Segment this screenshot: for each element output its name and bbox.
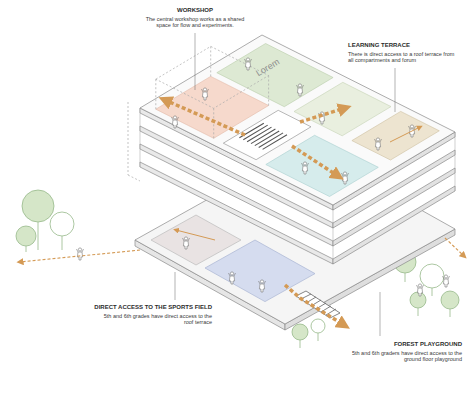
outdoor-stair: [296, 291, 340, 318]
people: [342, 172, 349, 184]
roof-rooms: [217, 44, 333, 107]
outdoor-stair: [301, 294, 336, 315]
courtyard-stair: [223, 110, 311, 159]
people: [245, 58, 252, 70]
roof-rooms: [266, 135, 379, 196]
dashed-volume: [128, 175, 140, 181]
callout-text: 5th and 6th graders have direct access t…: [340, 350, 462, 364]
tree-group: [16, 226, 36, 246]
people: [259, 280, 266, 292]
tree-group: [450, 309, 451, 317]
flow-arrows: [292, 146, 338, 176]
outdoor-paths: [20, 250, 140, 262]
flow-arrows: [285, 285, 344, 325]
people: [77, 248, 84, 260]
people: [229, 272, 236, 284]
callout-heading: LEARNING TERRACE: [348, 42, 460, 50]
flow-arrows: [165, 100, 245, 135]
dashed-volume: [128, 46, 269, 181]
callout-heading: WORKSHOP: [140, 7, 250, 15]
people: [443, 275, 450, 287]
tree-group: [405, 273, 406, 282]
callout-text: There is direct access to a roof terrace…: [348, 51, 460, 65]
tree-group: [26, 246, 27, 252]
people: [172, 116, 179, 128]
tree-group: [410, 292, 426, 308]
room-arrows: [390, 127, 420, 142]
people: [302, 162, 309, 174]
leader-lines: [195, 33, 196, 90]
tree-group: [420, 264, 444, 288]
courtyard-stair: [223, 110, 311, 159]
people: [417, 284, 424, 296]
tree-group: [62, 236, 63, 250]
leader-lines: [175, 272, 176, 300]
roof-label: Lorem: [254, 57, 282, 80]
callout-heading: DIRECT ACCESS TO THE SPORTS FIELD: [62, 304, 212, 312]
outdoor-paths: [20, 238, 464, 262]
flow-arrows: [165, 100, 345, 325]
tree-group: [292, 324, 308, 340]
roof-rooms: [156, 44, 440, 197]
upper-block: [140, 35, 455, 264]
room-arrows: [176, 127, 420, 240]
people: [375, 138, 382, 150]
leader-lines: [175, 33, 395, 336]
tree-group: [22, 190, 54, 222]
dashed-volume: [156, 46, 269, 108]
upper-block: [140, 108, 141, 167]
people: [77, 58, 450, 296]
tree-group: [441, 291, 459, 309]
upper-block: [333, 205, 334, 264]
dashed-volume: [210, 46, 211, 76]
people: [202, 88, 209, 100]
dashed-volume: [268, 76, 269, 106]
people: [183, 237, 190, 249]
tree-group: [432, 288, 433, 296]
outdoor-paths: [445, 238, 464, 256]
tree-group: [311, 319, 325, 333]
leader-lines: [395, 68, 396, 112]
tree-group: [50, 212, 74, 236]
callout-heading: FOREST PLAYGROUND: [340, 341, 462, 349]
roof-rooms: [352, 111, 439, 160]
dashed-volume: [128, 102, 129, 175]
ground-rooms: [205, 240, 315, 302]
tree-group: [318, 333, 319, 341]
dashed-volume: [155, 79, 156, 109]
tree-group: [418, 308, 419, 316]
room-arrows: [176, 230, 215, 240]
leader-lines: [380, 292, 381, 336]
tree-group: [300, 340, 301, 348]
upper-block: [455, 132, 456, 191]
tree-group: [38, 222, 39, 250]
flow-arrows: [300, 108, 345, 122]
callout-text: The central workshop works as a shared s…: [140, 16, 250, 30]
courtyard-stair: [239, 123, 287, 149]
outdoor-stair: [296, 291, 340, 318]
callout-text: 5th and 6th grades have direct access to…: [102, 313, 212, 327]
people: [297, 84, 304, 96]
